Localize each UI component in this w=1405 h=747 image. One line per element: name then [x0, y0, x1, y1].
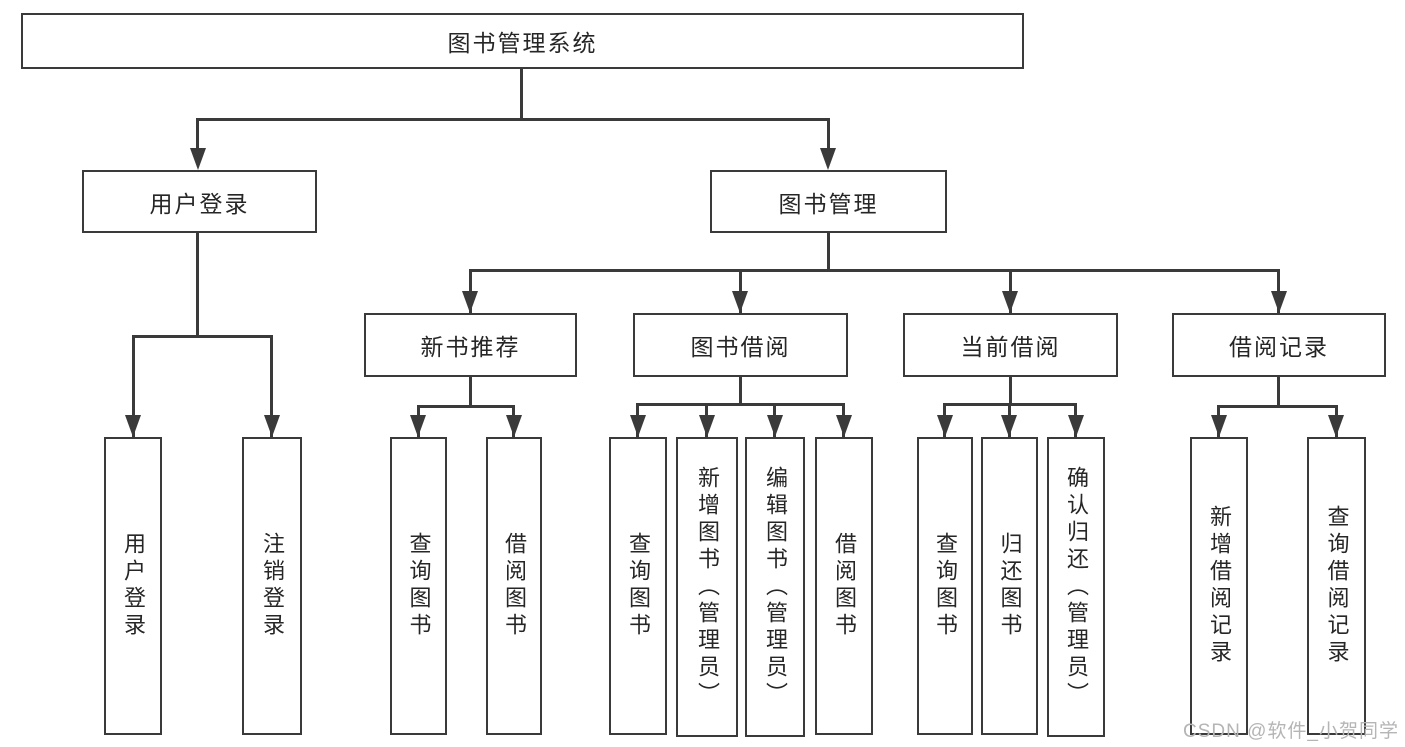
arrow-down-icon	[767, 415, 783, 437]
node-user-login: 用户登录	[82, 170, 317, 233]
arrow-down-icon	[836, 415, 852, 437]
connector-line	[132, 335, 273, 338]
connector-line	[469, 377, 472, 407]
node-cb-return-books: 归还图书	[981, 437, 1038, 735]
arrow-down-icon	[1002, 291, 1018, 313]
arrow-down-icon	[937, 415, 953, 437]
node-cb-query-books: 查询图书	[917, 437, 973, 735]
connector-line	[827, 233, 830, 271]
arrow-down-icon	[699, 415, 715, 437]
node-login: 用户登录	[104, 437, 162, 735]
arrow-down-icon	[1068, 415, 1084, 437]
node-logout: 注销登录	[242, 437, 302, 735]
node-new-book-recommend: 新书推荐	[364, 313, 577, 377]
arrow-down-icon	[1271, 291, 1287, 313]
arrow-down-icon	[125, 415, 141, 437]
arrow-down-icon	[264, 415, 280, 437]
node-book-management: 图书管理	[710, 170, 947, 233]
arrow-down-icon	[190, 148, 206, 170]
arrow-down-icon	[630, 415, 646, 437]
arrow-down-icon	[732, 291, 748, 313]
connector-line	[196, 118, 199, 158]
arrow-down-icon	[1328, 415, 1344, 437]
arrow-down-icon	[1001, 415, 1017, 437]
csdn-watermark: CSDN @软件_小贺同学	[1183, 721, 1399, 742]
connector-line	[739, 377, 742, 405]
connector-line	[196, 118, 830, 121]
connector-line	[827, 118, 830, 158]
connector-line	[196, 233, 199, 337]
connector-line	[520, 69, 523, 120]
node-current-borrow: 当前借阅	[903, 313, 1118, 377]
arrow-down-icon	[462, 291, 478, 313]
connector-line	[270, 335, 273, 437]
node-bb-borrow-books: 借阅图书	[815, 437, 873, 735]
node-nb-query-books: 查询图书	[390, 437, 447, 735]
arrow-down-icon	[1211, 415, 1227, 437]
node-br-query-record: 查询借阅记录	[1307, 437, 1366, 735]
node-nb-borrow-books: 借阅图书	[486, 437, 542, 735]
arrow-down-icon	[506, 415, 522, 437]
connector-line	[469, 269, 1280, 272]
connector-line	[636, 403, 845, 406]
connector-line	[1217, 405, 1337, 408]
arrow-down-icon	[410, 415, 426, 437]
connector-line	[417, 405, 514, 408]
node-book-borrow: 图书借阅	[633, 313, 848, 377]
connector-line	[132, 335, 135, 437]
node-cb-confirm-return-admin: 确认归还（管理员）	[1047, 437, 1105, 737]
node-bb-add-books-admin: 新增图书（管理员）	[676, 437, 738, 737]
connector-line	[1277, 377, 1280, 407]
node-borrow-records: 借阅记录	[1172, 313, 1386, 377]
arrow-down-icon	[820, 148, 836, 170]
node-bb-query-books: 查询图书	[609, 437, 667, 735]
node-bb-edit-books-admin: 编辑图书（管理员）	[745, 437, 805, 737]
node-root: 图书管理系统	[21, 13, 1024, 69]
node-br-add-record: 新增借阅记录	[1190, 437, 1248, 735]
connector-line	[1009, 377, 1012, 405]
